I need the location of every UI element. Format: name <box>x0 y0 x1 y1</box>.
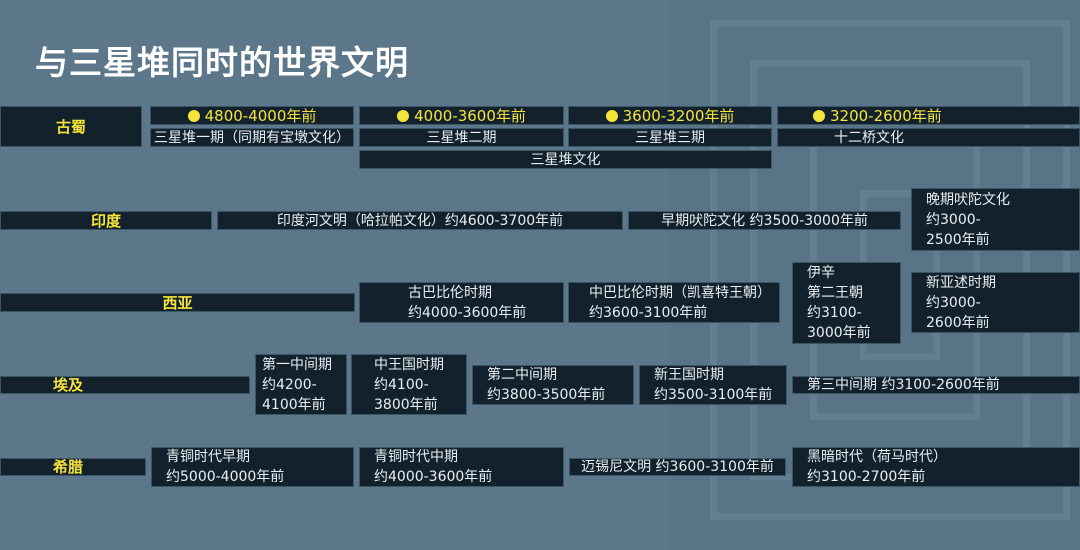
period-1: 4800-4000年前 <box>150 106 354 125</box>
text: 第二王朝 <box>807 285 863 301</box>
text: 新王国时期 <box>654 367 724 383</box>
greece-item: 青铜时代早期约5000-4000年前 <box>151 447 354 487</box>
dot-icon <box>187 109 200 122</box>
period-label: 3600-3200年前 <box>622 106 735 125</box>
egypt-item: 中王国时期约4100- 3800年前 <box>351 354 467 415</box>
phase-2: 三星堆二期 <box>359 128 564 147</box>
period-label: 3200-2600年前 <box>830 106 942 125</box>
text: 约3500-3100年前 <box>654 387 773 403</box>
text: 约3100- <box>807 305 862 321</box>
text: 约3800-3500年前 <box>487 387 606 403</box>
phase-1: 三星堆一期（同期有宝墩文化） <box>150 128 354 147</box>
text: 青铜时代早期 <box>166 449 250 465</box>
text: 黑暗时代（荷马时代） <box>807 449 947 465</box>
egypt-item: 新王国时期约3500-3100年前 <box>639 365 787 405</box>
westasia-item: 古巴比伦时期约4000-3600年前 <box>359 282 564 323</box>
text: 约4000-3600年前 <box>408 304 527 321</box>
text: 约4100- <box>374 376 429 393</box>
westasia-item: 中巴比伦时期（凯喜特王朝） 约3600-3100年前 <box>568 282 780 323</box>
egypt-item: 第三中间期 约3100-2600年前 <box>792 376 1080 394</box>
period-2: 4000-3600年前 <box>359 106 564 125</box>
row-label-egypt: 埃及 <box>0 376 250 394</box>
period-label: 4000-3600年前 <box>414 106 526 125</box>
text: 3800年前 <box>374 396 438 413</box>
text: 2600年前 <box>926 314 990 331</box>
row-label-westasia: 西亚 <box>0 293 355 312</box>
india-item: 晚期吠陀文化约3000- 2500年前 <box>911 188 1080 251</box>
period-3: 3600-3200年前 <box>568 106 772 125</box>
text: 中巴比伦时期（凯喜特王朝） <box>589 284 771 301</box>
egypt-item: 第二中间期约3800-3500年前 <box>472 365 634 405</box>
westasia-item: 伊辛第二王朝约3100- 3000年前 <box>792 262 901 344</box>
text: 新亚述时期 <box>926 274 996 291</box>
text: 3000年前 <box>807 325 871 341</box>
text: 约4000-3600年前 <box>374 469 493 485</box>
row-label-greece: 希腊 <box>0 458 146 476</box>
text: 约3000- <box>926 294 981 311</box>
dot-icon <box>813 109 825 122</box>
text: 第一中间期 <box>262 356 332 373</box>
dot-icon <box>397 109 410 122</box>
row-label-shu: 古蜀 <box>0 106 142 147</box>
dot-icon <box>605 109 618 122</box>
text: 中王国时期 <box>374 356 444 373</box>
text: 第二中间期 <box>487 367 557 383</box>
text: 伊辛 <box>807 265 835 281</box>
phase-4: 十二桥文化 <box>777 128 1080 147</box>
page-title: 与三星堆同时的世界文明 <box>35 43 409 82</box>
text: 2500年前 <box>926 231 990 248</box>
text: 晚期吠陀文化 <box>926 191 1010 208</box>
greece-item: 青铜时代中期约4000-3600年前 <box>359 447 564 487</box>
greece-item: 黑暗时代（荷马时代） 约3100-2700年前 <box>792 447 1080 487</box>
text: 约3100-2700年前 <box>807 469 926 485</box>
phase-3: 三星堆三期 <box>568 128 772 147</box>
egypt-item: 第一中间期约4200- 4100年前 <box>255 354 347 415</box>
text: 青铜时代中期 <box>374 449 458 465</box>
period-label: 4800-4000年前 <box>204 106 317 125</box>
westasia-item: 新亚述时期约3000- 2600年前 <box>911 272 1080 333</box>
text: 约5000-4000年前 <box>166 469 285 485</box>
period-4: 3200-2600年前 <box>777 106 1080 125</box>
india-item: 印度河文明（哈拉帕文化）约4600-3700年前 <box>217 211 623 230</box>
text: 约3000- <box>926 211 981 228</box>
india-item: 早期吠陀文化 约3500-3000年前 <box>628 211 901 230</box>
greece-item: 迈锡尼文明 约3600-3100年前 <box>569 458 786 476</box>
text: 约3600-3100年前 <box>589 304 708 321</box>
sanxingdui-culture: 三星堆文化 <box>359 150 772 169</box>
text: 约4200- <box>262 376 317 393</box>
text: 4100年前 <box>262 396 326 413</box>
row-label-india: 印度 <box>0 211 212 230</box>
text: 古巴比伦时期 <box>408 284 492 301</box>
